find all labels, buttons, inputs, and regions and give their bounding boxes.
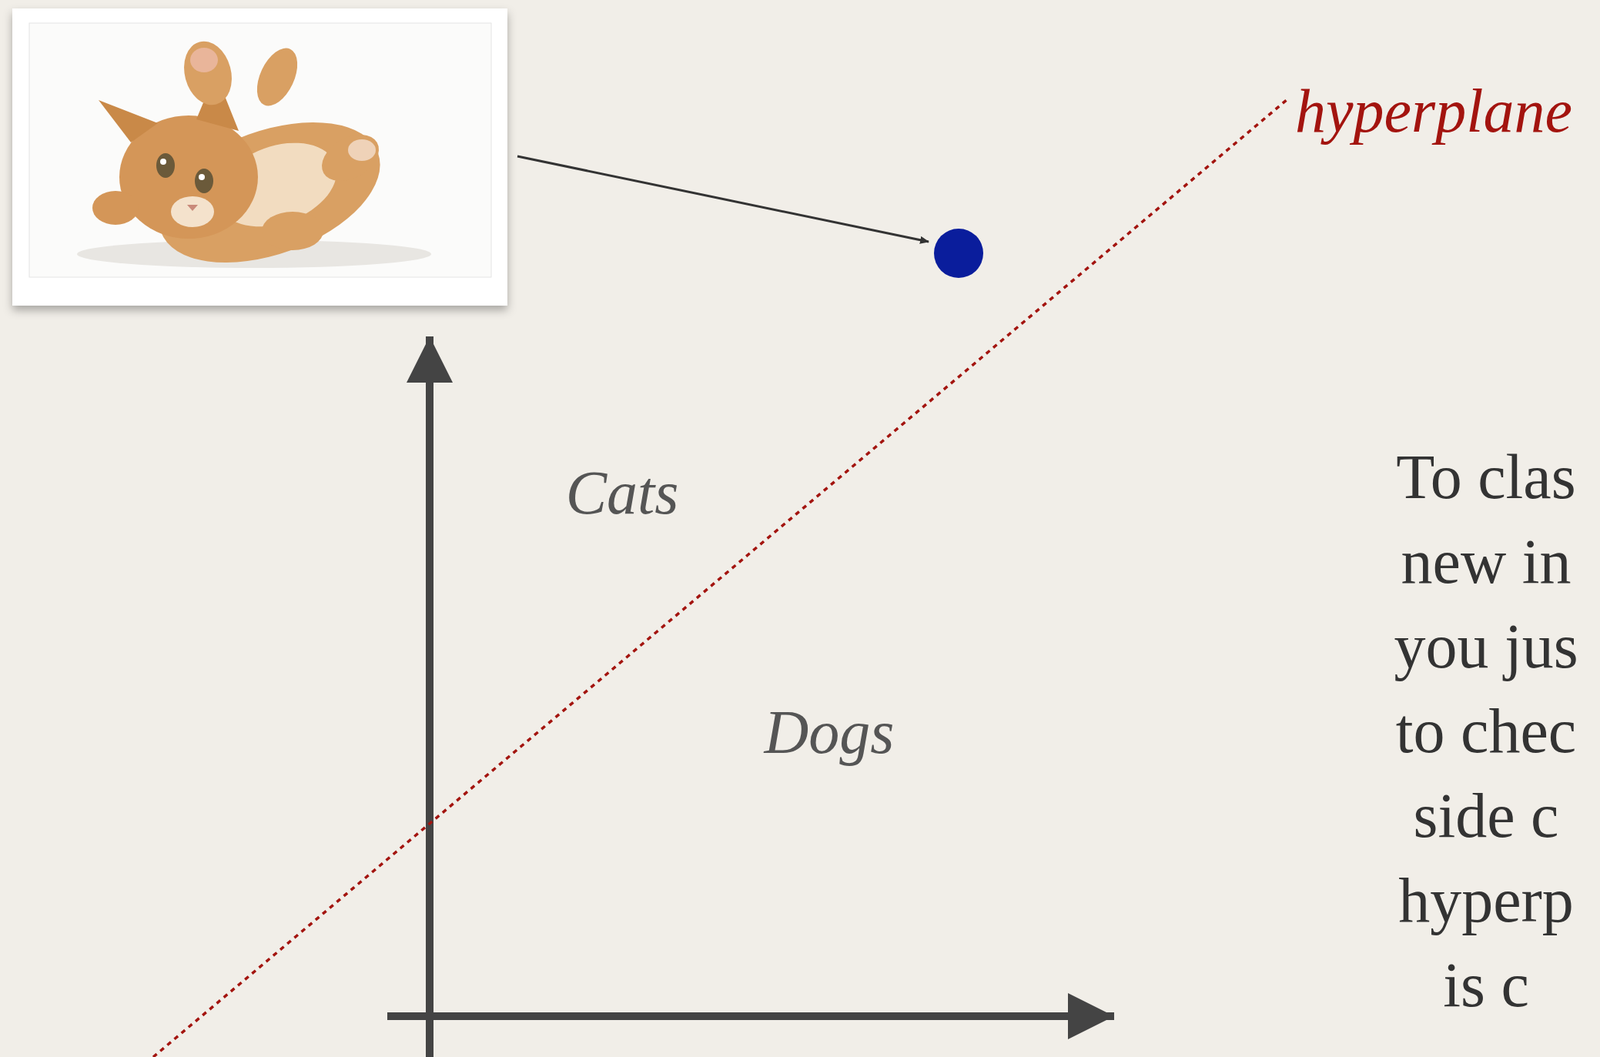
region-label: Cats: [565, 458, 680, 527]
note-text: To clas new in you jus to chec side c hy…: [1378, 435, 1594, 1028]
x-axis: [387, 1012, 1115, 1021]
y-axis: [425, 336, 434, 1057]
region-label: Dogs: [764, 698, 895, 767]
data-point: [933, 228, 984, 278]
kitten-photo: [12, 8, 508, 306]
hyperplane-line: [153, 99, 1288, 1057]
hyperplane-label: hyperplane: [1295, 76, 1573, 145]
leader-arrow: [517, 156, 929, 242]
